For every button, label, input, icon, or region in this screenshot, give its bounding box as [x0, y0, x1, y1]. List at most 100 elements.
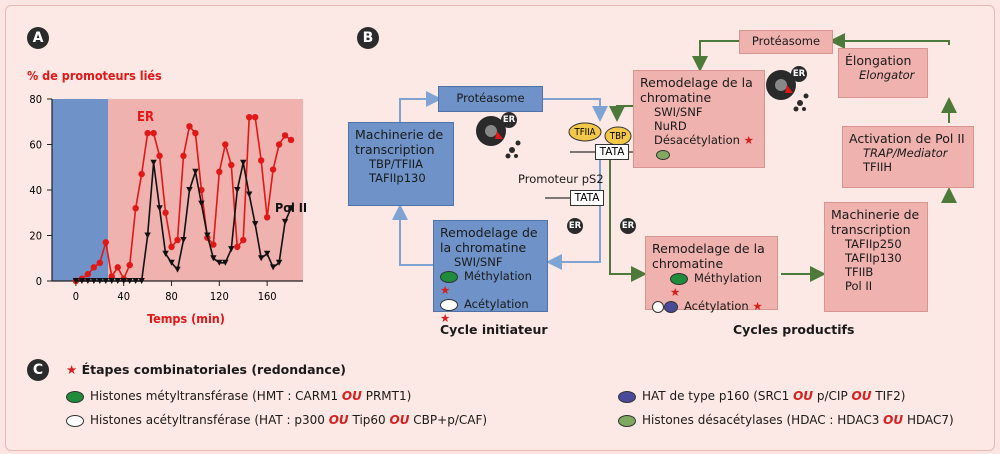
data-point-er	[168, 243, 175, 251]
ou-text: OU	[328, 413, 349, 427]
remod-left-l1: SWI/SNF	[454, 255, 503, 269]
data-point-polii	[186, 187, 193, 193]
legend-title-text: Étapes combinatoriales (redondance)	[81, 362, 347, 377]
arrow-to-proteasome-left	[399, 91, 442, 122]
remod-top-l2: NuRD	[654, 119, 687, 133]
ou-text: OU	[389, 413, 410, 427]
cycle-initiateur-label: Cycle initiateur	[440, 322, 548, 337]
data-point-polii	[84, 278, 92, 284]
methylation-dot	[440, 270, 458, 283]
arrow-proteasome-to-promoter	[543, 98, 608, 122]
arrow-remod-to-machinerie	[392, 204, 433, 266]
legend-hat: Histones acétyltransférase (HAT : p300 O…	[66, 413, 487, 427]
proteasome-left-box: Protéasome	[438, 86, 543, 112]
data-point-polii	[287, 205, 295, 212]
data-point-polii	[138, 278, 145, 284]
tata-box-mid: TATA	[570, 190, 604, 206]
acetylation-dot	[440, 298, 458, 311]
machinerie-right-l4: Pol II	[845, 279, 873, 293]
data-point-er	[126, 261, 133, 269]
p160-dot	[664, 300, 678, 313]
data-point-polii	[78, 278, 86, 284]
tfiia-oval	[568, 122, 602, 142]
x-tick-label: 80	[165, 290, 178, 303]
data-point-er	[102, 239, 109, 246]
machinerie-right-box: Machinerie de transcription TAFIIp250 TA…	[824, 202, 928, 312]
data-point-er	[246, 114, 253, 121]
activation-title: Activation de Pol II	[849, 131, 965, 146]
y-tick-label: 60	[29, 139, 42, 152]
legend-hmt-text2: PRMT1)	[365, 389, 412, 403]
panel-b-label: B	[357, 27, 379, 49]
legend-title: ★ Étapes combinatoriales (redondance)	[66, 362, 346, 377]
activation-l1: TRAP/Mediator	[863, 146, 948, 160]
x-tick-label: 160	[258, 290, 277, 303]
y-tick-label: 80	[29, 93, 42, 106]
data-point-polii	[222, 259, 229, 266]
data-point-polii	[102, 278, 109, 284]
data-point-er	[180, 152, 187, 160]
er-marker-right-mid: ER	[620, 218, 636, 234]
remod-left-l2: Méthylation	[464, 269, 532, 283]
data-point-polii	[257, 255, 265, 262]
cycles-productifs-label: Cycles productifs	[733, 322, 855, 337]
data-point-polii	[72, 278, 80, 284]
machinerie-left-l1: TBP/TFIIA	[369, 157, 424, 171]
activation-box: Activation de Pol II TRAP/Mediator TFIIH	[842, 126, 974, 188]
machinerie-right-l1: TAFIIp250	[845, 237, 902, 251]
data-point-polii	[198, 200, 205, 207]
x-tick-label: 0	[73, 290, 79, 303]
arrow-to-remod-bottom	[609, 160, 647, 282]
star-icon: ★	[743, 133, 754, 147]
remod-bottom-box: Remodelage de la chromatine Méthylation …	[645, 236, 778, 313]
shade-blue-region	[52, 99, 109, 281]
legend-hdac-text2: HDAC7)	[906, 413, 954, 427]
elongation-title: Élongation	[845, 53, 912, 68]
data-point-er	[192, 129, 199, 137]
methylation-dot	[670, 272, 688, 285]
legend-p160-text2: p/CIP	[816, 389, 848, 403]
remod-top-l3: Désacétylation	[654, 133, 740, 147]
arrow-remod-top-to-promoter	[609, 105, 633, 122]
data-point-er	[275, 141, 283, 148]
machinerie-right-title: Machinerie de transcription	[831, 207, 920, 237]
data-point-er	[240, 236, 247, 244]
remod-left-l3: Acétylation	[464, 297, 529, 311]
data-point-polii	[234, 187, 241, 193]
elongation-l1: Elongator	[859, 68, 915, 82]
remod-top-box: Remodelage de la chromatine SWI/SNF NuRD…	[633, 70, 765, 168]
hdac-dot	[656, 149, 670, 160]
legend-hdac: Histones désacétylases (HDAC : HDAC3 OU …	[618, 413, 954, 427]
green-dot	[66, 390, 84, 403]
promoteur-label: Promoteur pS2	[518, 172, 604, 186]
tata-box-top: TATA	[595, 144, 629, 160]
data-point-er	[186, 123, 193, 130]
machinerie-right-l3: TFIIB	[845, 265, 874, 279]
data-point-polii	[240, 159, 247, 166]
proteasome-blob-left	[476, 116, 521, 159]
data-point-er	[281, 132, 289, 139]
x-axis-label: Temps (min)	[147, 311, 225, 326]
white-dot	[66, 414, 84, 427]
purple-dot	[618, 390, 636, 403]
star-icon: ★	[66, 362, 78, 377]
data-point-polii	[246, 191, 253, 198]
acetylation-dot	[652, 300, 664, 313]
machinerie-left-l2: TAFIIp130	[369, 171, 426, 185]
remod-top-l1: SWI/SNF	[654, 105, 703, 119]
data-point-polii	[275, 259, 283, 266]
data-point-er	[269, 166, 277, 173]
er-marker-right: ER	[791, 66, 807, 82]
data-point-polii	[210, 255, 217, 262]
data-point-polii	[174, 266, 181, 273]
data-point-polii	[90, 278, 98, 284]
data-point-er	[228, 161, 235, 169]
legend-hmt: Histones métyltransférase (HMT : CARM1 O…	[66, 389, 411, 403]
remod-left-title: Remodelage de la chromatine	[440, 225, 538, 255]
remod-bottom-l1: Méthylation	[694, 271, 762, 285]
machinerie-right-l2: TAFIIp130	[845, 251, 902, 265]
data-point-er	[263, 214, 271, 221]
data-point-er	[234, 243, 241, 251]
legend-hat-text: Histones acétyltransférase (HAT : p300	[90, 413, 325, 427]
data-point-polii	[156, 205, 163, 212]
